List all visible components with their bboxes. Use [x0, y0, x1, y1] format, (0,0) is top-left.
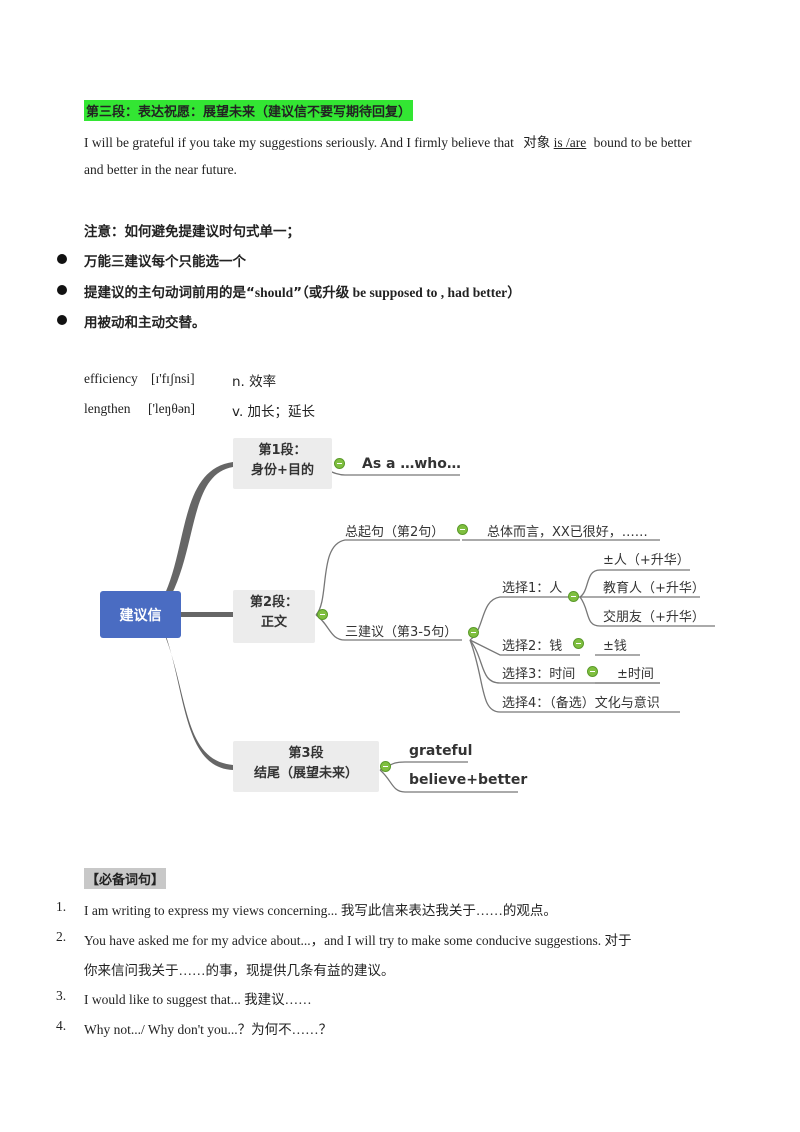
note-text: ）: [507, 285, 521, 301]
section3-heading: 第三段：表达祝愿：展望未来（建议信不要写期待回复）: [84, 100, 414, 121]
mindmap-p3-child: believe+better: [409, 772, 528, 788]
mindmap-choice2-child: ±钱: [603, 639, 627, 654]
collapse-icon[interactable]: [587, 666, 598, 677]
mindmap-choice3: 选择3：时间: [502, 667, 576, 682]
collapse-icon[interactable]: [468, 627, 479, 638]
mindmap-p3-node: 第3段 结尾（展望未来）: [233, 741, 379, 792]
phrase-item: I would like to suggest that... 我建议……: [84, 992, 312, 1007]
phrases-header: 【必备词句】: [84, 868, 167, 889]
phrase-item: Why not.../ Why don't you...？为何不……？: [84, 1022, 333, 1037]
mindmap-p1-child: As a …who…: [362, 456, 461, 472]
mindmap-choice1-child: 教育人（+升华）: [603, 581, 705, 596]
collapse-icon[interactable]: [380, 761, 391, 772]
vocab-word: efficiency: [84, 371, 138, 386]
note-bullet-2: 提建议的主句动词前用的是“should”（或升级 be supposed to …: [84, 281, 521, 301]
mindmap-choice3-child: ±时间: [617, 667, 654, 682]
node-line: 第2段：: [249, 595, 299, 610]
note-bullet-3: 用被动和主动交替。: [84, 315, 206, 331]
note-text: 提建议的主句动词前用的是“: [84, 285, 255, 301]
vocab-meaning: v. 加长；延长: [232, 404, 316, 420]
mindmap-p1-node: 第1段： 身份+目的: [233, 438, 332, 489]
mindmap-intro-child: 总体而言，XX已很好，……: [487, 525, 648, 540]
phrase-item-cont: 你来信问我关于……的事，现提供几条有益的建议。: [84, 963, 395, 978]
section3-sentence-line2: and better in the near future.: [84, 162, 237, 177]
collapse-icon[interactable]: [317, 609, 328, 620]
mindmap-p2-node: 第2段： 正文: [233, 590, 315, 643]
note-bullet-1: 万能三建议每个只能选一个: [84, 254, 246, 270]
item-number: 2.: [56, 929, 67, 944]
collapse-icon[interactable]: [457, 524, 468, 535]
bullet-dot: [57, 285, 67, 295]
mindmap-p3-child: grateful: [409, 743, 473, 759]
phrase-item: I am writing to express my views concern…: [84, 903, 557, 918]
bullet-dot: [57, 315, 67, 325]
mindmap-root: 建议信: [100, 591, 181, 638]
note-text: should: [254, 285, 294, 300]
notes-title: 注意：如何避免提建议时句式单一；: [84, 224, 300, 240]
vocab-phonetic: ['leŋθən]: [148, 401, 196, 416]
sentence-is-are: is /are: [553, 135, 587, 150]
sentence-part1: I will be grateful if you take my sugges…: [84, 135, 514, 150]
collapse-icon[interactable]: [568, 591, 579, 602]
phrase-item: You have asked me for my advice about...…: [84, 933, 632, 948]
node-line: 身份+目的: [251, 463, 314, 478]
note-text: be supposed to , had better: [349, 285, 508, 300]
vocab-meaning: n. 效率: [232, 374, 277, 390]
mindmap-choice2: 选择2：钱: [502, 639, 563, 654]
mindmap-choice1: 选择1：人: [502, 581, 563, 596]
mindmap-three: 三建议（第3-5句）: [345, 625, 458, 640]
sentence-part2: bound to be better: [593, 135, 692, 150]
mindmap-intro: 总起句（第2句）: [345, 525, 445, 540]
vocab-word: lengthen: [84, 401, 131, 416]
mindmap-choice4: 选择4：（备选）文化与意识: [502, 696, 660, 711]
node-line: 结尾（展望未来）: [253, 766, 358, 781]
section3-sentence: I will be grateful if you take my sugges…: [84, 131, 692, 151]
item-number: 1.: [56, 899, 67, 914]
collapse-icon[interactable]: [334, 458, 345, 469]
mindmap-choice1-child: 交朋友（+升华）: [603, 610, 705, 625]
sentence-object: 对象: [523, 135, 551, 151]
note-text: ”（或升级: [293, 285, 350, 301]
vocab-phonetic: [ɪ'fɪʃnsi]: [151, 371, 195, 386]
bullet-dot: [57, 254, 67, 264]
item-number: 4.: [56, 1018, 67, 1033]
mindmap-choice1-child: ±人（+升华）: [603, 553, 690, 568]
node-line: 正文: [260, 615, 287, 630]
item-number: 3.: [56, 988, 67, 1003]
node-line: 第1段：: [258, 443, 307, 458]
collapse-icon[interactable]: [573, 638, 584, 649]
node-line: 第3段: [288, 746, 324, 761]
